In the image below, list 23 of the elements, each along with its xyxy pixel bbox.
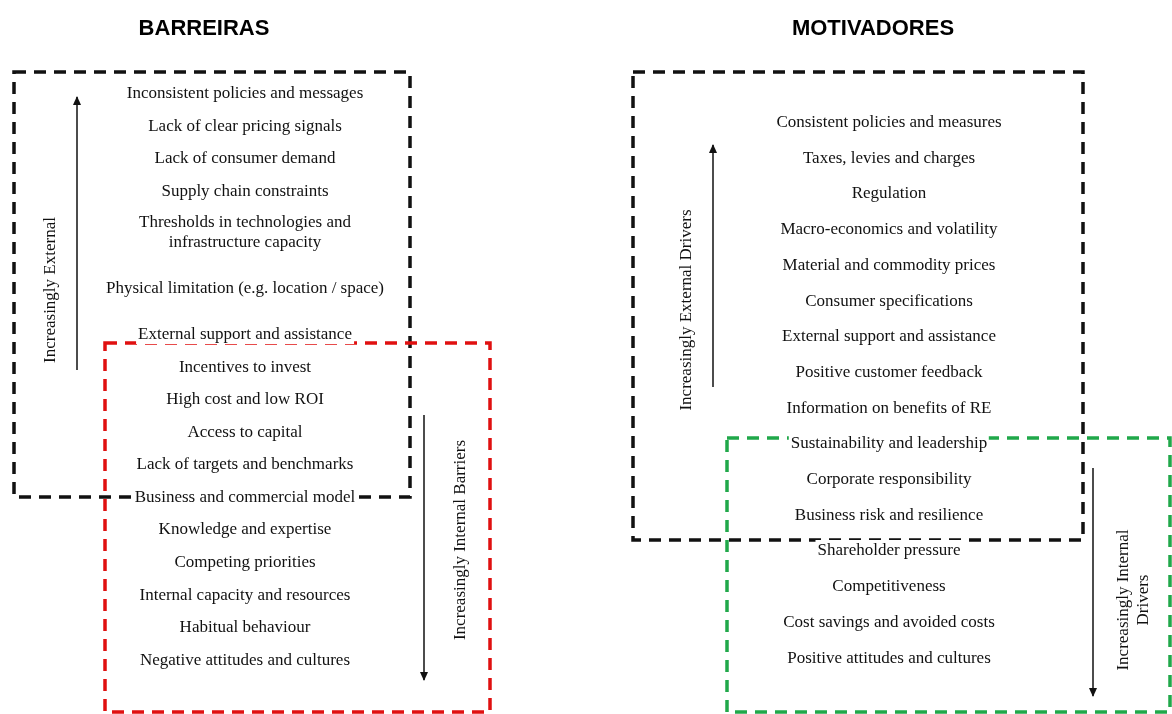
axis-label: Increasingly External Drivers: [676, 209, 696, 411]
list-item: Lack of targets and benchmarks: [134, 454, 356, 474]
list-item: Internal capacity and resources: [137, 585, 353, 605]
list-item: Consistent policies and measures: [774, 112, 1004, 132]
list-item: Inconsistent policies and messages: [124, 83, 366, 103]
list-item: Negative attitudes and cultures: [137, 650, 353, 670]
axis-label: Increasingly External: [40, 217, 60, 363]
section-heading: MOTIVADORES: [791, 15, 955, 41]
list-item: Access to capital: [185, 422, 305, 442]
axis-label: Increasingly Internal Barriers: [450, 439, 470, 641]
list-item: External support and assistance: [780, 326, 998, 347]
list-item: High cost and low ROI: [164, 389, 326, 409]
list-item: Shareholder pressure: [815, 540, 963, 561]
list-item: Sustainability and leadership: [788, 433, 990, 454]
axis-label: Increasingly Internal Drivers: [1113, 528, 1153, 673]
section-heading: BARREIRAS: [138, 15, 270, 41]
list-item: External support and assistance: [136, 324, 354, 344]
list-item: Macro-economics and volatility: [778, 219, 1000, 240]
list-item: Knowledge and expertise: [156, 519, 334, 539]
list-item: Corporate responsibility: [804, 469, 974, 489]
list-item: Supply chain constraints: [159, 181, 331, 201]
list-item: Regulation: [849, 183, 929, 204]
list-item: Lack of clear pricing signals: [146, 116, 344, 136]
